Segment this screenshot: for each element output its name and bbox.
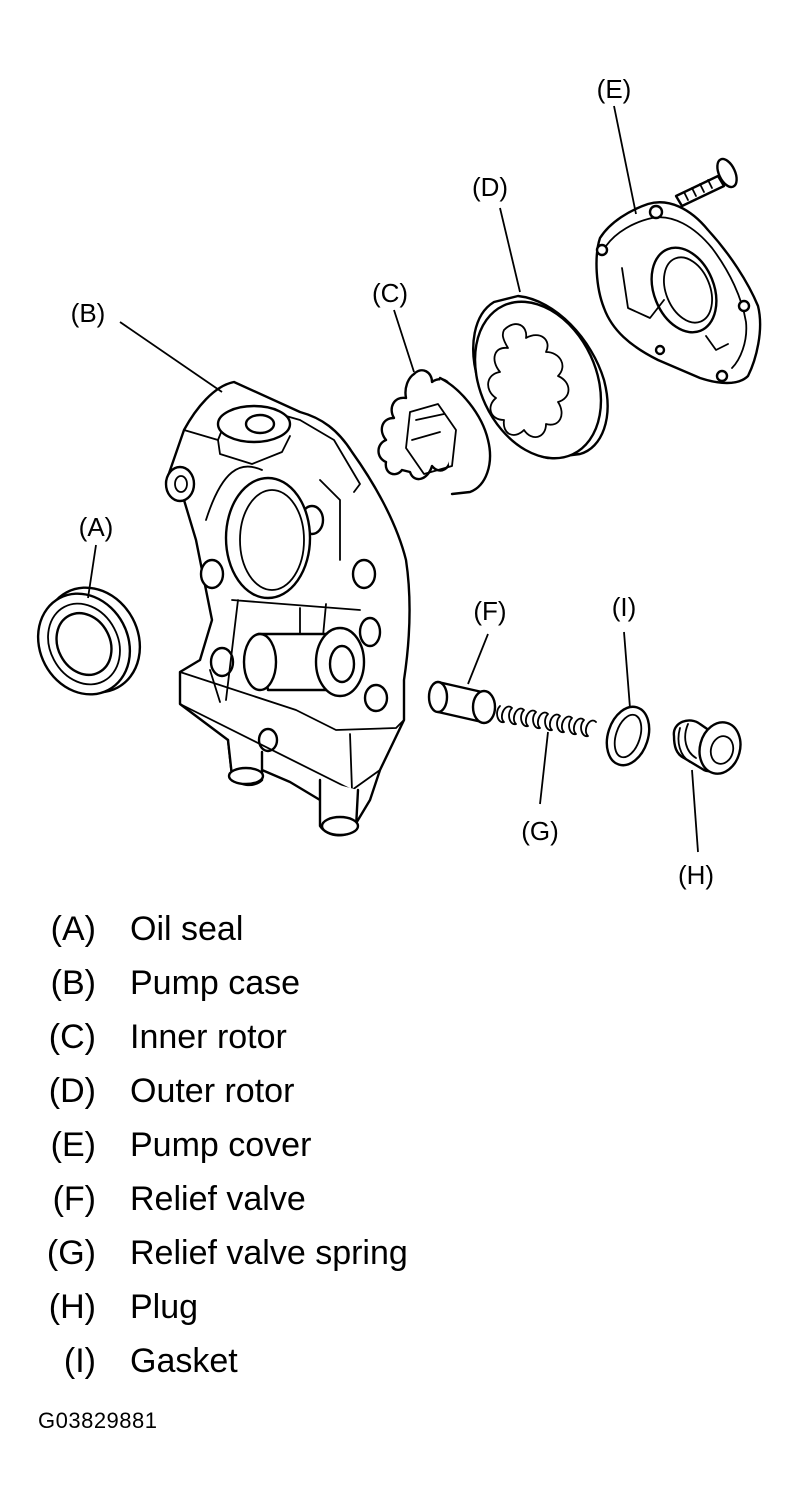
legend-name: Gasket	[130, 1342, 238, 1380]
pump-case-drawing	[164, 380, 411, 837]
leader-line-f	[467, 633, 489, 685]
callout-b: (B)	[71, 298, 106, 328]
leader-line-c	[393, 309, 415, 373]
legend-name: Relief valve	[130, 1180, 306, 1218]
leader-line-i	[623, 631, 631, 709]
legend-name: Plug	[130, 1288, 199, 1326]
legend-code: (B)	[50, 964, 96, 1002]
leader-line-a	[87, 544, 97, 599]
legend-name: Relief valve spring	[130, 1234, 408, 1272]
leader-line-g	[539, 731, 549, 805]
pump-cover-drawing	[595, 157, 762, 385]
callout-g: (G)	[521, 816, 559, 846]
callout-a: (A)	[79, 512, 114, 542]
exploded-view-diagram: (A) (B) (C) (D) (E) (F) (G) (H) (I)	[36, 74, 762, 890]
figure-code: G03829881	[38, 1408, 158, 1433]
callout-d: (D)	[472, 172, 508, 202]
legend-code: (I)	[63, 1342, 96, 1380]
inner-rotor-drawing	[377, 369, 492, 496]
legend-name: Inner rotor	[130, 1018, 287, 1056]
legend-code: (G)	[46, 1234, 96, 1272]
legend-name: Outer rotor	[130, 1072, 295, 1110]
legend-code: (A)	[50, 910, 96, 948]
leader-line-e	[613, 105, 637, 215]
callout-e: (E)	[597, 74, 632, 104]
legend-code: (D)	[48, 1072, 96, 1110]
relief-valve-spring-drawing	[496, 705, 597, 738]
callout-f: (F)	[473, 596, 506, 626]
legend-name: Pump case	[130, 964, 301, 1002]
legend-code: (E)	[50, 1126, 96, 1164]
relief-valve-drawing	[427, 680, 497, 725]
outer-rotor-drawing	[472, 294, 609, 460]
plug-drawing	[672, 719, 742, 775]
leader-line-b	[119, 321, 223, 393]
callout-i: (I)	[612, 592, 637, 622]
legend-code: (F)	[52, 1180, 96, 1218]
callout-h: (H)	[678, 860, 714, 890]
oil-seal-drawing	[36, 586, 142, 696]
gasket-drawing	[605, 705, 651, 767]
legend-code: (H)	[48, 1288, 96, 1326]
leader-line-h	[691, 769, 699, 853]
legend-name: Oil seal	[130, 910, 244, 948]
legend-name: Pump cover	[130, 1126, 312, 1164]
callout-c: (C)	[372, 278, 408, 308]
leader-line-d	[499, 207, 521, 293]
legend-code: (C)	[48, 1018, 96, 1056]
